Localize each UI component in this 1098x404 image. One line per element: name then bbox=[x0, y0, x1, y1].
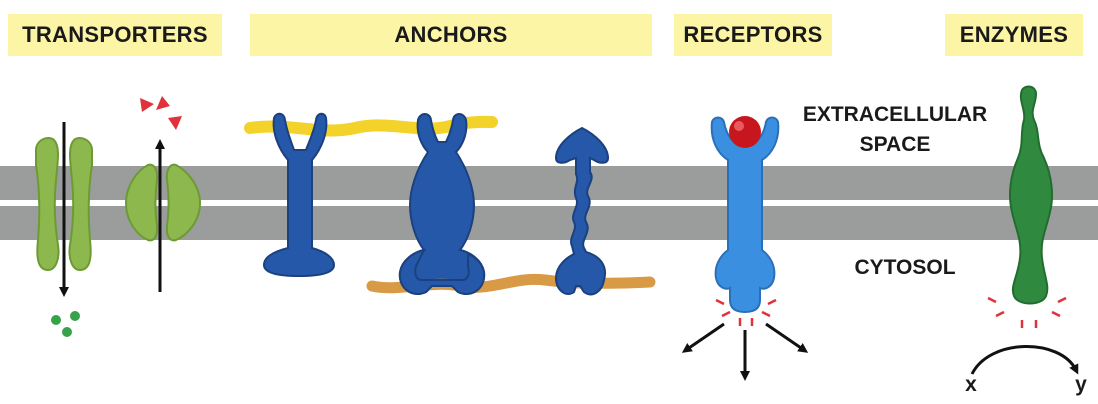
cytosol-label: CYTOSOL bbox=[854, 256, 956, 279]
extracellular-space-label: EXTRACELLULAR SPACE bbox=[785, 100, 1005, 160]
enzyme-reaction-arrow bbox=[970, 345, 1079, 375]
enzymes-header: ENZYMES bbox=[945, 14, 1083, 56]
signal-mark bbox=[715, 298, 725, 306]
reaction-product-label: y bbox=[1075, 373, 1087, 396]
transported-molecules-green bbox=[51, 311, 80, 337]
receptors-header: RECEPTORS bbox=[674, 14, 832, 56]
extracellular-label-line2: SPACE bbox=[859, 133, 931, 156]
membrane-gap bbox=[0, 200, 1098, 206]
anchor-protein-central bbox=[398, 113, 486, 295]
reaction-substrate-label: x bbox=[965, 373, 977, 396]
enzyme-protein bbox=[1009, 85, 1053, 305]
membrane-outer-leaflet bbox=[0, 166, 1098, 200]
green-molecule bbox=[70, 311, 80, 321]
enzyme-activity-marks bbox=[987, 296, 1067, 328]
anchor-y-body bbox=[262, 112, 336, 278]
activity-mark bbox=[995, 310, 1005, 318]
transported-molecules-red bbox=[140, 96, 182, 130]
anchor-protein-arrow-shaped bbox=[554, 126, 610, 296]
signal-mark bbox=[767, 298, 777, 306]
transporter-channel-left bbox=[35, 137, 93, 272]
enzyme-body bbox=[1009, 85, 1053, 305]
signal-mark bbox=[721, 310, 731, 318]
green-molecule bbox=[51, 315, 61, 325]
anchor-lipid-extracellular bbox=[244, 115, 498, 137]
receptor-ligand bbox=[729, 116, 761, 148]
activity-mark bbox=[1051, 310, 1061, 318]
signal-arrow-right bbox=[765, 322, 809, 353]
receptor-ligand-highlight bbox=[734, 121, 744, 131]
transporters-header: TRANSPORTERS bbox=[8, 14, 222, 56]
anchor-arrow-body bbox=[554, 126, 610, 296]
anchor-protein-y-shaped bbox=[262, 112, 336, 278]
anchor-central-hook bbox=[398, 248, 486, 295]
extracellular-label-line1: EXTRACELLULAR bbox=[802, 103, 988, 126]
transporter-subunit-left-b bbox=[68, 137, 93, 272]
red-molecule bbox=[140, 98, 154, 112]
carrier-subunit-right bbox=[165, 163, 202, 242]
carrier-subunit-left bbox=[124, 163, 159, 242]
green-molecule bbox=[62, 327, 72, 337]
transporter-carrier-right bbox=[124, 163, 202, 242]
anchor-central-body bbox=[398, 113, 486, 295]
transporter-subunit-left-a bbox=[35, 137, 60, 272]
signal-mark bbox=[761, 310, 771, 318]
activity-mark bbox=[987, 296, 997, 304]
red-molecule bbox=[156, 96, 170, 110]
anchors-header: ANCHORS bbox=[250, 14, 652, 56]
membrane-inner-leaflet bbox=[0, 206, 1098, 240]
receptor-signal-arrows bbox=[681, 322, 809, 381]
receptor-signal-marks bbox=[715, 298, 777, 326]
signal-arrow-left bbox=[681, 322, 725, 353]
cell-membrane bbox=[0, 166, 1098, 240]
red-molecule bbox=[168, 116, 182, 130]
activity-mark bbox=[1057, 296, 1067, 304]
